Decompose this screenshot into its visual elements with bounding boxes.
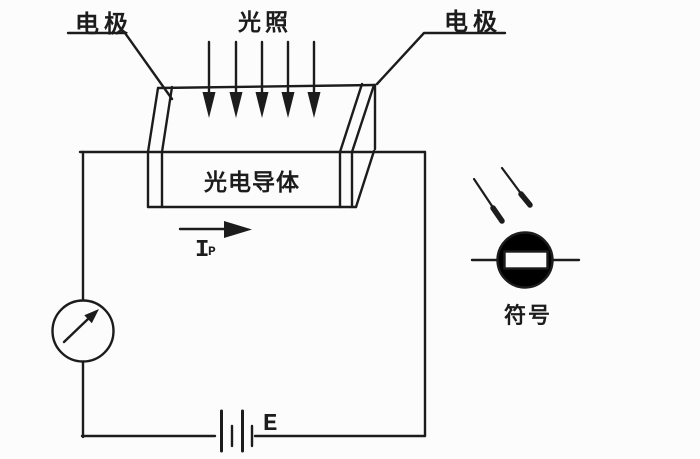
label-symbol-caption: 符号 bbox=[504, 303, 552, 328]
light-arrows bbox=[202, 40, 321, 118]
label-electrode-right: 电极 bbox=[444, 9, 502, 36]
meter-needle-head bbox=[84, 309, 99, 324]
circuit-wires bbox=[78, 150, 427, 439]
electrode-strip-left-top-outer bbox=[146, 86, 160, 154]
label-photoconductor: 光电导体 bbox=[203, 169, 300, 195]
light-arrow bbox=[202, 40, 216, 118]
meter-circle bbox=[51, 299, 115, 363]
box-top-back-edge bbox=[156, 83, 377, 90]
leader-line-right bbox=[375, 31, 507, 86]
light-arrow bbox=[281, 40, 295, 118]
electrode-strip-right-top-inner bbox=[338, 82, 364, 154]
box-side-bottom-edge bbox=[354, 149, 376, 209]
photoconductor-box bbox=[146, 82, 377, 209]
leader-line-left bbox=[66, 31, 174, 101]
symbol-resistor-body bbox=[503, 250, 549, 270]
label-illumination: 光照 bbox=[237, 9, 292, 35]
symbol-light-arrow bbox=[472, 177, 505, 224]
galvanometer bbox=[51, 299, 115, 363]
current-arrow bbox=[178, 221, 252, 238]
battery-symbol bbox=[220, 409, 254, 453]
label-current: I bbox=[195, 237, 209, 264]
light-arrow bbox=[229, 40, 243, 118]
symbol-light-arrow bbox=[500, 166, 533, 208]
meter-needle bbox=[62, 317, 90, 344]
current-arrow-head bbox=[224, 221, 252, 238]
label-electrode-left: 电极 bbox=[75, 11, 133, 38]
electrode-strip-right-top-outer bbox=[350, 83, 376, 154]
photoresistor-symbol bbox=[470, 166, 581, 289]
label-current-subscript: P bbox=[208, 244, 216, 259]
light-arrow bbox=[307, 40, 321, 118]
label-battery: E bbox=[263, 411, 277, 438]
light-arrow bbox=[255, 40, 269, 118]
